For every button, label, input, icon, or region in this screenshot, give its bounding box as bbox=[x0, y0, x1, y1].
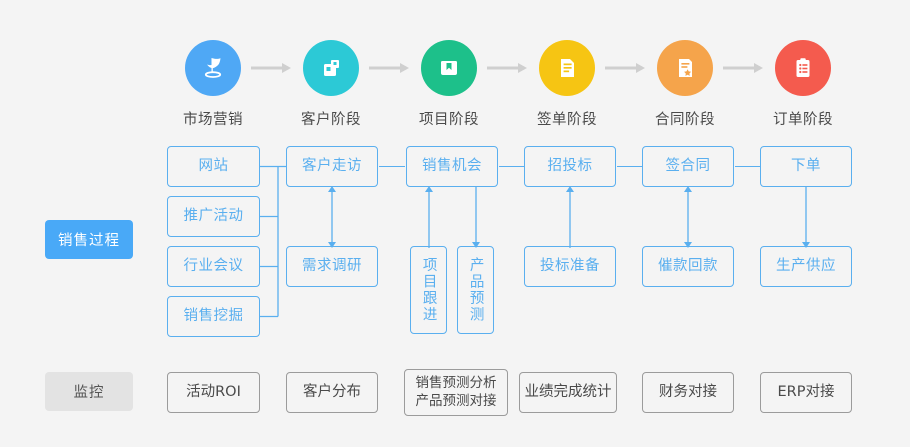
stage-label-5: 订单阶段 bbox=[773, 112, 833, 128]
process-box-payment-collection[interactable]: 催款回款 bbox=[642, 246, 734, 287]
stage-label-3: 签单阶段 bbox=[537, 112, 597, 128]
connector-line-bidding-to-contract bbox=[617, 166, 643, 167]
stage-item-4[interactable]: 合同阶段 bbox=[626, 40, 744, 129]
monitor-box-line: 业绩完成统计 bbox=[524, 384, 612, 401]
process-box-promotion[interactable]: 推广活动 bbox=[167, 196, 260, 237]
stage-icon-circle-0 bbox=[185, 40, 241, 96]
stage-item-2[interactable]: 项目阶段 bbox=[390, 40, 508, 129]
stage-item-3[interactable]: 签单阶段 bbox=[508, 40, 626, 129]
monitor-box-performance-stats[interactable]: 业绩完成统计 bbox=[519, 372, 617, 413]
monitor-box-line: ERP对接 bbox=[777, 384, 835, 401]
stage-label-2: 项目阶段 bbox=[419, 112, 479, 128]
connector-line-opportunity-to-bidding bbox=[499, 166, 525, 167]
connector-bracket-marketing bbox=[260, 165, 288, 318]
stage-icon-circle-5 bbox=[775, 40, 831, 96]
monitor-box-erp-integration[interactable]: ERP对接 bbox=[760, 372, 852, 413]
contract-star-icon bbox=[679, 59, 692, 77]
stage-arrow-2 bbox=[487, 63, 527, 73]
process-box-customer-visit[interactable]: 客户走访 bbox=[286, 146, 378, 187]
connector-arrow-bid-preparation-up bbox=[566, 186, 574, 248]
monitor-box-line: 财务对接 bbox=[659, 384, 717, 401]
monitor-box-customer-distribution[interactable]: 客户分布 bbox=[286, 372, 378, 413]
process-box-demand-research[interactable]: 需求调研 bbox=[286, 246, 378, 287]
monitor-box-line: 销售预测分析 bbox=[415, 375, 497, 392]
stage-icon-circle-2 bbox=[421, 40, 477, 96]
process-box-bid-preparation[interactable]: 投标准备 bbox=[524, 246, 616, 287]
connector-arrow-project-followup-up bbox=[425, 186, 433, 248]
stage-item-5[interactable]: 订单阶段 bbox=[744, 40, 862, 129]
monitor-box-sales-forecast[interactable]: 销售预测分析 产品预测对接 bbox=[404, 369, 508, 416]
process-box-sign-contract[interactable]: 签合同 bbox=[642, 146, 734, 187]
monitor-box-activity-roi[interactable]: 活动ROI bbox=[167, 372, 260, 413]
connector-line-contract-to-order bbox=[735, 166, 761, 167]
stage-label-1: 客户阶段 bbox=[301, 112, 361, 128]
connector-arrow-customer-visit-demand bbox=[328, 186, 336, 248]
stage-item-0[interactable]: 市场营销 bbox=[154, 40, 272, 129]
connector-line-visit-to-opportunity bbox=[379, 166, 405, 167]
process-box-website[interactable]: 网站 bbox=[167, 146, 260, 187]
process-box-sales-opportunity[interactable]: 销售机会 bbox=[406, 146, 498, 187]
process-box-sales-mining[interactable]: 销售挖掘 bbox=[167, 296, 260, 337]
stage-item-1[interactable]: 客户阶段 bbox=[272, 40, 390, 129]
row-label-sales-process: 销售过程 bbox=[45, 220, 133, 259]
row-label-monitor: 监控 bbox=[45, 372, 133, 411]
connector-arrow-contract-payment bbox=[684, 186, 692, 248]
monitor-box-line: 客户分布 bbox=[303, 384, 361, 401]
stage-icon-circle-1 bbox=[303, 40, 359, 96]
process-box-bidding[interactable]: 招投标 bbox=[524, 146, 616, 187]
process-box-project-followup[interactable]: 项目跟进 bbox=[410, 246, 447, 334]
monitor-box-line: 活动ROI bbox=[186, 384, 241, 401]
connector-arrow-order-production-down bbox=[802, 186, 810, 248]
stage-arrow-0 bbox=[251, 63, 291, 73]
stage-arrow-1 bbox=[369, 63, 409, 73]
stage-icon-circle-3 bbox=[539, 40, 595, 96]
order-clipboard-icon bbox=[796, 58, 810, 77]
process-box-product-forecast[interactable]: 产品预测 bbox=[457, 246, 494, 334]
stage-arrow-3 bbox=[605, 63, 645, 73]
stage-label-0: 市场营销 bbox=[183, 112, 243, 128]
monitor-box-line: 产品预测对接 bbox=[415, 392, 497, 409]
customer-cards-icon bbox=[324, 60, 339, 76]
connector-arrow-product-forecast-down bbox=[472, 186, 480, 248]
process-box-place-order[interactable]: 下单 bbox=[760, 146, 852, 187]
stage-arrow-4 bbox=[723, 63, 763, 73]
stage-icon-circle-4 bbox=[657, 40, 713, 96]
megaphone-flag-icon bbox=[204, 58, 222, 78]
stage-label-4: 合同阶段 bbox=[655, 112, 715, 128]
monitor-box-finance-integration[interactable]: 财务对接 bbox=[642, 372, 734, 413]
process-box-industry-conference[interactable]: 行业会议 bbox=[167, 246, 260, 287]
project-box-icon bbox=[441, 61, 457, 75]
process-box-production-supply[interactable]: 生产供应 bbox=[760, 246, 852, 287]
document-lines-icon bbox=[561, 59, 574, 77]
